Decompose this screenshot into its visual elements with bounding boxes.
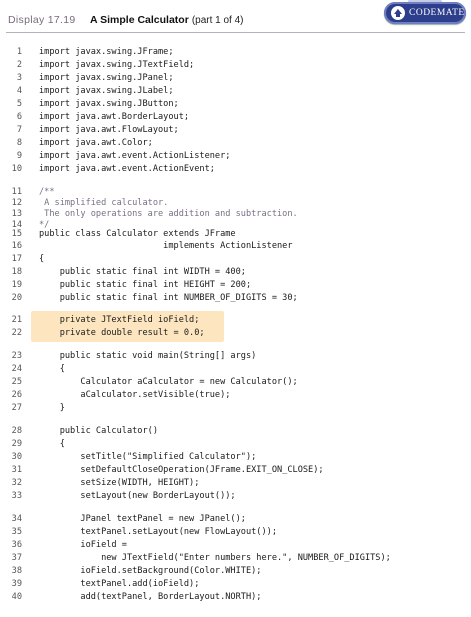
line-number: 27 <box>11 403 22 413</box>
line-number: 23 <box>11 351 22 361</box>
code-text: textPanel.setLayout(new FlowLayout()); <box>39 527 277 537</box>
code-text: } <box>39 403 65 413</box>
code-text: ioField.setBackground(Color.WHITE); <box>39 566 262 576</box>
code-text: import java.awt.event.ActionEvent; <box>39 164 215 174</box>
line-number: 18 <box>11 267 22 277</box>
code-text: add(textPanel, BorderLayout.NORTH); <box>39 592 262 602</box>
code-text: setSize(WIDTH, HEIGHT); <box>39 478 200 488</box>
code-text: setLayout(new BorderLayout()); <box>39 491 236 501</box>
line-number: 9 <box>16 151 22 161</box>
code-text: { <box>39 254 45 264</box>
codemate-badge: CODEMATE <box>384 2 466 24</box>
line-number: 21 <box>11 315 22 325</box>
line-number: 1 <box>16 47 22 57</box>
line-number: 40 <box>11 592 22 602</box>
code-text: public static final int WIDTH = 400; <box>39 267 246 277</box>
line-number: 7 <box>16 125 22 135</box>
highlighted-fields-block <box>31 311 224 342</box>
code-text: import javax.swing.JPanel; <box>39 73 174 83</box>
code-text: aCalculator.setVisible(true); <box>39 390 231 400</box>
code-text: implements ActionListener <box>39 241 293 251</box>
line-number: 5 <box>16 99 22 109</box>
line-number: 38 <box>11 566 22 576</box>
header-rule <box>6 32 465 33</box>
code-text: import java.awt.event.ActionListener; <box>39 151 231 161</box>
code-text: private double result = 0.0; <box>39 328 205 338</box>
code-text: Calculator aCalculator = new Calculator(… <box>39 377 298 387</box>
line-number: 31 <box>11 465 22 475</box>
display-number: Display 17.19 <box>8 14 76 26</box>
line-number: 2 <box>16 60 22 70</box>
code-text: new JTextField("Enter numbers here.", NU… <box>39 553 391 563</box>
line-number: 13 <box>11 209 22 219</box>
code-text: import javax.swing.JFrame; <box>39 47 174 57</box>
line-number: 34 <box>11 514 22 524</box>
code-text: /** <box>39 187 55 197</box>
code-text: public class Calculator extends JFrame <box>39 229 236 239</box>
line-number: 39 <box>11 579 22 589</box>
code-text: import java.awt.BorderLayout; <box>39 112 190 122</box>
line-number: 20 <box>11 293 22 303</box>
line-number: 15 <box>11 229 22 239</box>
badge-top-bar <box>408 0 442 3</box>
code-text: public static final int NUMBER_OF_DIGITS… <box>39 293 298 303</box>
line-number: 35 <box>11 527 22 537</box>
code-text: public static void main(String[] args) <box>39 351 257 361</box>
code-text: { <box>39 439 65 449</box>
code-text: JPanel textPanel = new JPanel(); <box>39 514 246 524</box>
code-text: textPanel.add(ioField); <box>39 579 200 589</box>
code-text: ioField = <box>39 540 127 550</box>
code-text: public Calculator() <box>39 426 158 436</box>
code-text: setTitle("Simplified Calculator"); <box>39 452 257 462</box>
line-number: 12 <box>11 198 22 208</box>
line-number: 30 <box>11 452 22 462</box>
display-part: (part 1 of 4) <box>191 15 244 26</box>
line-number: 11 <box>11 187 22 197</box>
code-text: { <box>39 364 65 374</box>
line-number: 3 <box>16 73 22 83</box>
code-text: import javax.swing.JLabel; <box>39 86 174 96</box>
line-number: 36 <box>11 540 22 550</box>
code-text: private JTextField ioField; <box>39 315 200 325</box>
line-number: 16 <box>11 241 22 251</box>
line-number: 25 <box>11 377 22 387</box>
line-number: 19 <box>11 280 22 290</box>
line-number: 32 <box>11 478 22 488</box>
line-number: 28 <box>11 426 22 436</box>
line-number: 14 <box>11 220 22 230</box>
line-number: 17 <box>11 254 22 264</box>
line-number: 24 <box>11 364 22 374</box>
line-number: 8 <box>16 138 22 148</box>
line-number: 26 <box>11 390 22 400</box>
code-text: public static final int HEIGHT = 200; <box>39 280 252 290</box>
code-text: The only operations are addition and sub… <box>39 209 298 219</box>
line-number: 4 <box>16 86 22 96</box>
display-header: Display 17.19 A Simple Calculator (part … <box>8 14 463 30</box>
codemate-logo-icon <box>391 6 405 20</box>
line-number: 37 <box>11 553 22 563</box>
code-text: setDefaultCloseOperation(JFrame.EXIT_ON_… <box>39 465 324 475</box>
line-number: 22 <box>11 328 22 338</box>
code-text: */ <box>39 220 50 230</box>
line-number: 29 <box>11 439 22 449</box>
line-number: 33 <box>11 491 22 501</box>
line-number: 10 <box>11 164 22 174</box>
badge-label: CODEMATE <box>409 8 465 18</box>
code-text: import java.awt.FlowLayout; <box>39 125 179 135</box>
display-title: A Simple Calculator <box>90 14 189 26</box>
code-text: import javax.swing.JTextField; <box>39 60 195 70</box>
code-text: import java.awt.Color; <box>39 138 153 148</box>
code-text: A simplified calculator. <box>39 198 169 208</box>
line-number: 6 <box>16 112 22 122</box>
code-text: import javax.swing.JButton; <box>39 99 179 109</box>
